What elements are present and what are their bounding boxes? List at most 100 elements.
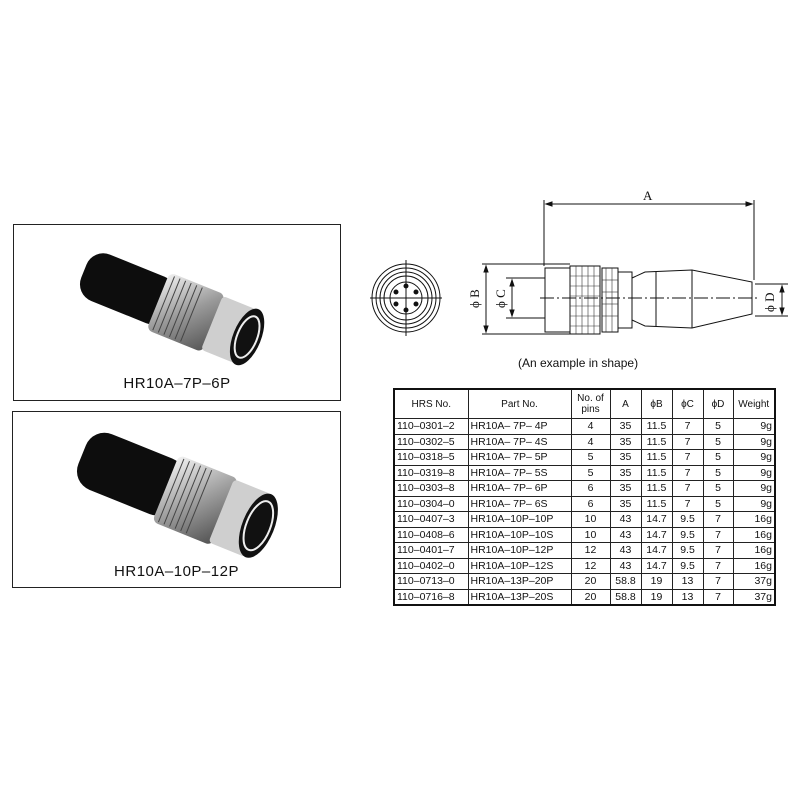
header-a: A: [609, 388, 642, 419]
cell-part-no: HR10A– 7P– 4S: [467, 433, 572, 450]
cell-pins: 20: [570, 573, 611, 590]
cell-hrs-no: 110–0302–5: [393, 433, 469, 450]
cell-d: 5: [702, 480, 734, 497]
cell-b: 11.5: [640, 449, 673, 466]
dimension-drawing: A ϕ B ϕ C ϕ D: [370, 188, 788, 336]
cell-weight: 9g: [732, 449, 776, 466]
cell-weight: 16g: [732, 542, 776, 559]
cell-part-no: HR10A–13P–20S: [467, 588, 572, 606]
cell-a: 43: [609, 526, 642, 543]
cell-b: 14.7: [640, 526, 673, 543]
cell-part-no: HR10A–10P–12S: [467, 557, 572, 574]
cell-c: 7: [671, 433, 704, 450]
cell-hrs-no: 110–0304–0: [393, 495, 469, 512]
cell-a: 35: [609, 449, 642, 466]
cell-d: 5: [702, 464, 734, 481]
cell-part-no: HR10A– 7P– 6S: [467, 495, 572, 512]
spec-table: HRS No. Part No. No. of pins A ϕB ϕC ϕD …: [393, 388, 776, 606]
cell-weight: 9g: [732, 433, 776, 450]
cell-weight: 9g: [732, 480, 776, 497]
cell-c: 7: [671, 495, 704, 512]
header-d: ϕD: [702, 388, 734, 419]
cell-a: 43: [609, 542, 642, 559]
cell-c: 7: [671, 418, 704, 435]
cell-hrs-no: 110–0407–3: [393, 511, 469, 528]
dimension-a-label: A: [643, 188, 653, 203]
cell-b: 11.5: [640, 480, 673, 497]
cell-d: 7: [702, 542, 734, 559]
cell-b: 14.7: [640, 542, 673, 559]
connector-photo-icon: [76, 432, 278, 558]
header-hrs-no: HRS No.: [393, 388, 469, 419]
cell-hrs-no: 110–0716–8: [393, 588, 469, 606]
cell-weight: 9g: [732, 464, 776, 481]
header-no-of-pins: No. of pins: [570, 388, 611, 419]
cell-part-no: HR10A–10P–12P: [467, 542, 572, 559]
cell-hrs-no: 110–0319–8: [393, 464, 469, 481]
cell-c: 13: [671, 573, 704, 590]
cell-hrs-no: 110–0303–8: [393, 480, 469, 497]
cell-b: 14.7: [640, 511, 673, 528]
connector-photo-icon: [79, 253, 265, 366]
cell-a: 35: [609, 495, 642, 512]
cell-weight: 9g: [732, 418, 776, 435]
header-weight: Weight: [732, 388, 776, 419]
header-c: ϕC: [671, 388, 704, 419]
cell-b: 11.5: [640, 433, 673, 450]
table-header-row: HRS No. Part No. No. of pins A ϕB ϕC ϕD …: [393, 388, 776, 419]
cell-c: 9.5: [671, 557, 704, 574]
cell-weight: 9g: [732, 495, 776, 512]
cell-weight: 37g: [732, 573, 776, 590]
cell-pins: 10: [570, 511, 611, 528]
cell-pins: 6: [570, 495, 611, 512]
cell-part-no: HR10A– 7P– 4P: [467, 418, 572, 435]
cell-part-no: HR10A– 7P– 5P: [467, 449, 572, 466]
cell-weight: 16g: [732, 526, 776, 543]
cell-c: 7: [671, 449, 704, 466]
cell-pins: 6: [570, 480, 611, 497]
cell-pins: 20: [570, 588, 611, 606]
cell-b: 19: [640, 588, 673, 606]
cell-pins: 5: [570, 449, 611, 466]
cell-part-no: HR10A–10P–10P: [467, 511, 572, 528]
cell-pins: 12: [570, 542, 611, 559]
cell-weight: 37g: [732, 588, 776, 606]
cell-c: 9.5: [671, 511, 704, 528]
cell-pins: 12: [570, 557, 611, 574]
cell-d: 7: [702, 511, 734, 528]
cell-d: 5: [702, 418, 734, 435]
front-view-icon: [370, 260, 442, 336]
cell-hrs-no: 110–0401–7: [393, 542, 469, 559]
dimension-d-label: ϕ D: [762, 293, 777, 312]
cell-part-no: HR10A– 7P– 6P: [467, 480, 572, 497]
cell-a: 35: [609, 418, 642, 435]
cell-a: 35: [609, 480, 642, 497]
cell-d: 7: [702, 573, 734, 590]
cell-b: 11.5: [640, 464, 673, 481]
cell-hrs-no: 110–0713–0: [393, 573, 469, 590]
cell-hrs-no: 110–0301–2: [393, 418, 469, 435]
product-photo-hr10a-7p-6p: HR10A–7P–6P: [13, 224, 341, 401]
cell-pins: 4: [570, 418, 611, 435]
cell-d: 5: [702, 495, 734, 512]
cell-b: 11.5: [640, 495, 673, 512]
cell-part-no: HR10A–13P–20P: [467, 573, 572, 590]
cell-c: 9.5: [671, 542, 704, 559]
cell-a: 35: [609, 464, 642, 481]
cell-part-no: HR10A–10P–10S: [467, 526, 572, 543]
cell-a: 43: [609, 557, 642, 574]
cell-b: 11.5: [640, 418, 673, 435]
dimension-c-label: ϕ C: [493, 289, 508, 308]
cell-a: 35: [609, 433, 642, 450]
